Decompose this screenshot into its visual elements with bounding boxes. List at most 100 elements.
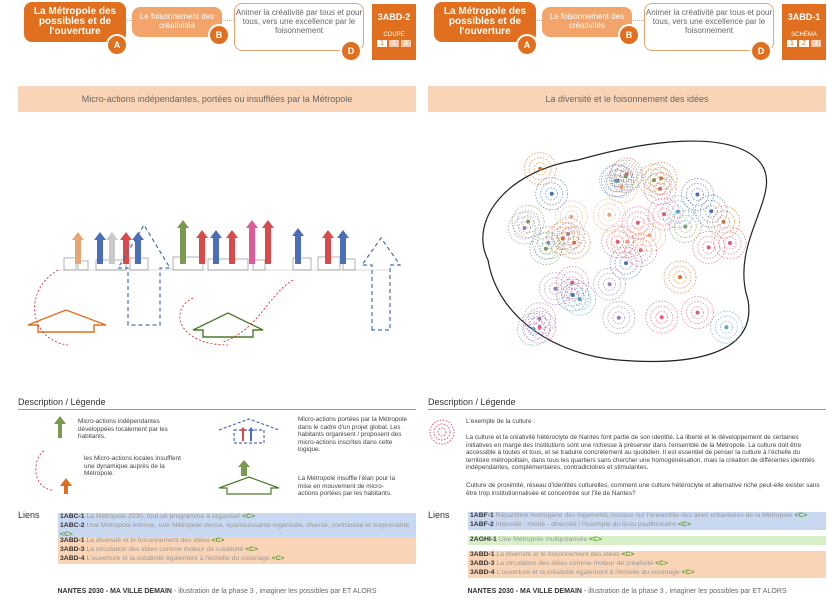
- idea-dot: [625, 239, 630, 244]
- left-panel: La Métropole des possibles et de l'ouver…: [18, 0, 416, 599]
- lien-row[interactable]: 1ABF-2 Intensité - mixité - diversité / …: [468, 521, 826, 530]
- idea-ring: [523, 310, 557, 344]
- lien-link[interactable]: <C>: [211, 537, 225, 544]
- idea-ring: [714, 315, 738, 339]
- legend-intro: L'exemple de la culture :: [466, 418, 536, 425]
- lien-title: La diversité et le foisonnement des idée…: [496, 551, 620, 558]
- theme-box-a[interactable]: La Métropole des possibles et de l'ouver…: [434, 2, 536, 42]
- micro-action-arrow: [132, 232, 144, 264]
- theme-box-d[interactable]: Animer la créativité par tous et pour to…: [234, 3, 364, 51]
- badge-d: D: [750, 40, 772, 62]
- micro-action-arrow: [246, 220, 258, 264]
- ideas-map: [482, 140, 768, 363]
- lien-row[interactable]: 3ABD-4 L'ouverture et la créativité égal…: [58, 555, 416, 564]
- lien-link[interactable]: <C>: [242, 513, 255, 520]
- idea-ring: [621, 206, 655, 240]
- theme-box-d[interactable]: Animer la créativité par tous et pour to…: [644, 3, 774, 51]
- badge-a: A: [516, 34, 538, 56]
- lien-row[interactable]: 3ABD-3 La circulation des idées comme mo…: [58, 546, 416, 555]
- lien-link[interactable]: <C>: [60, 530, 73, 538]
- target-icon: [429, 419, 455, 445]
- idea-ring: [551, 227, 575, 250]
- idea-ring: [562, 231, 586, 254]
- lien-title: Intensité - mixité - diversité / l'exemp…: [495, 521, 677, 528]
- idea-ring: [615, 162, 639, 186]
- lien-link[interactable]: <C>: [677, 521, 691, 528]
- idea-ring: [610, 157, 644, 191]
- idea-ring: [533, 162, 547, 176]
- idea-ring: [508, 211, 541, 245]
- idea-dot: [538, 166, 543, 171]
- lien-title: L'ouverture et la créativité également à…: [86, 555, 270, 562]
- idea-ring: [717, 215, 731, 229]
- lien-link[interactable]: <C>: [271, 555, 285, 562]
- idea-ring: [620, 167, 634, 181]
- lien-link[interactable]: <C>: [245, 546, 258, 553]
- idea-ring: [517, 312, 550, 346]
- idea-ring: [605, 170, 638, 204]
- idea-dot: [553, 286, 558, 291]
- idea-dot: [619, 184, 624, 189]
- idea-ring: [555, 266, 589, 300]
- lien-row[interactable]: 1ABF-1 Répartition homogène des logement…: [468, 512, 826, 521]
- idea-ring: [556, 278, 590, 312]
- tab-3[interactable]: 3: [401, 40, 411, 47]
- idea-ring: [539, 242, 553, 256]
- footer-title: NANTES 2030 - MA VILLE DEMAIN: [57, 588, 172, 595]
- idea-ring: [603, 277, 617, 291]
- lien-code: 3ABD-3: [470, 560, 495, 567]
- idea-ring: [668, 210, 702, 243]
- idea-ring: [663, 260, 697, 294]
- idea-ring: [537, 231, 560, 255]
- idea-ring: [542, 236, 555, 250]
- tab-3[interactable]: 3: [811, 40, 821, 47]
- lien-link[interactable]: <C>: [681, 569, 695, 576]
- idea-ring: [573, 292, 587, 306]
- header: La Métropole des possibles et de l'ouver…: [18, 2, 416, 62]
- lien-row[interactable]: 2AGHI-1 Une Métropole multipolarisée <C>: [468, 536, 826, 545]
- idea-dot: [607, 282, 612, 287]
- idea-dot: [570, 280, 575, 285]
- tab-1[interactable]: 1: [377, 40, 387, 47]
- theme-box-a[interactable]: La Métropole des possibles et de l'ouver…: [24, 2, 126, 42]
- idea-dot: [615, 239, 620, 244]
- theme-box-b[interactable]: Le foisonnement des créativités: [132, 7, 222, 37]
- lien-row[interactable]: 1ABC-1 La Métropole 2030, tout un progra…: [58, 513, 416, 522]
- lien-link[interactable]: <C>: [655, 560, 668, 567]
- idea-ring: [633, 218, 667, 252]
- lien-row[interactable]: 1ABC-2 Une Métropole intense, une Métrop…: [58, 522, 416, 540]
- legend-1: Micro-actions indépendantes développées …: [78, 418, 168, 440]
- idea-ring: [545, 187, 559, 201]
- idea-ring: [647, 197, 681, 231]
- idea-ring: [554, 200, 588, 234]
- idea-dot: [678, 275, 682, 280]
- lien-code: 2AGHI-1: [470, 536, 497, 543]
- micro-action-arrow: [262, 220, 274, 264]
- idea-ring: [661, 195, 695, 229]
- micro-action-arrow: [292, 228, 304, 264]
- idea-ring: [723, 236, 737, 250]
- lien-row[interactable]: 3ABD-4 L'ouverture et la créativité égal…: [468, 569, 826, 578]
- tab-1[interactable]: 1: [787, 40, 797, 47]
- idea-ring: [611, 235, 625, 249]
- theme-box-b[interactable]: Le foisonnement des créativités: [542, 7, 632, 37]
- lien-link[interactable]: <C>: [621, 551, 635, 558]
- idea-dot: [537, 316, 542, 321]
- lien-title: Répartition homogène des logements socia…: [495, 512, 793, 519]
- micro-action-arrow: [106, 232, 118, 264]
- tab-2[interactable]: 2: [389, 40, 399, 47]
- lien-link[interactable]: <C>: [589, 536, 602, 543]
- lien-link[interactable]: <C>: [794, 512, 808, 519]
- lien-row[interactable]: 3ABD-1 La diversité et le foisonnement d…: [58, 537, 416, 546]
- idea-ring: [642, 168, 666, 192]
- idea-dot: [613, 178, 618, 183]
- tab-2[interactable]: 2: [799, 40, 809, 47]
- idea-ring: [597, 203, 621, 227]
- lien-row[interactable]: 3ABD-1 La diversité et le foisonnement d…: [468, 551, 826, 560]
- idea-ring: [602, 301, 636, 335]
- idea-ring: [606, 169, 630, 193]
- idea-dot: [569, 214, 574, 219]
- lien-row[interactable]: 3ABD-3 La circulation des idées comme mo…: [468, 560, 826, 569]
- idea-ring: [650, 305, 674, 329]
- idea-ring: [513, 216, 536, 240]
